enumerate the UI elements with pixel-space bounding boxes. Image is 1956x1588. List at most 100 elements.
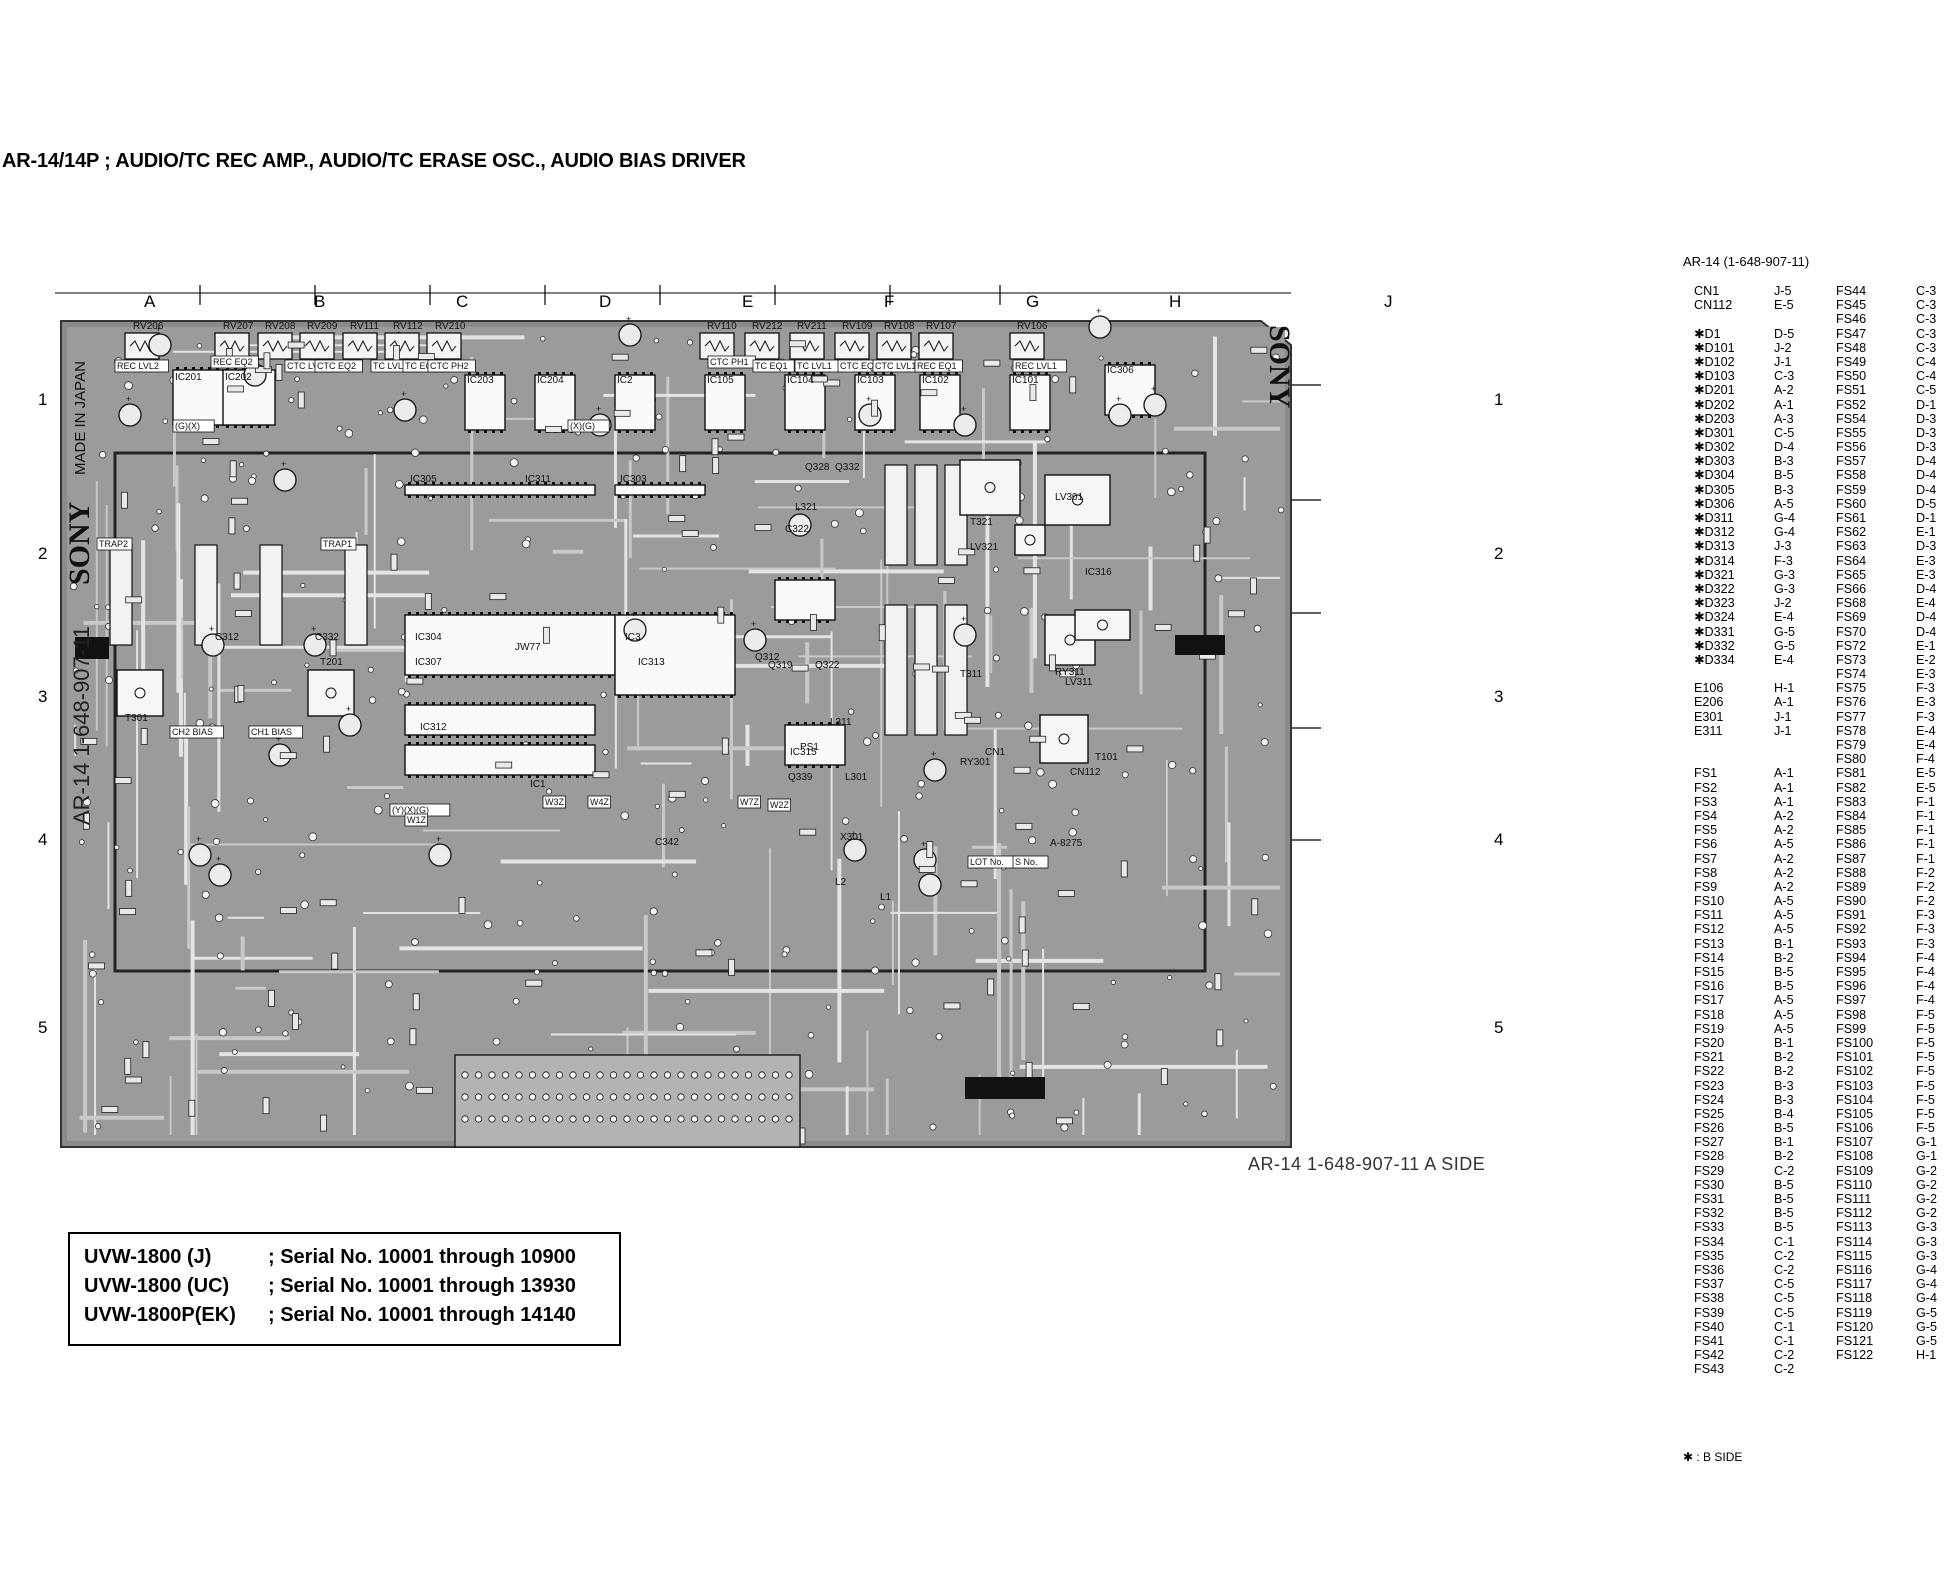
connector-pin (771, 1093, 780, 1101)
pcb-via (282, 1030, 289, 1037)
legend-location: D-4 (1916, 482, 1937, 497)
legend-location: J-3 (1774, 539, 1792, 554)
electrolytic-capacitor (953, 413, 977, 437)
ic-pin (600, 612, 603, 615)
ic-pin (440, 675, 443, 678)
chip-component (124, 1057, 132, 1075)
legend-location: G-2 (1916, 1192, 1937, 1206)
ic-pin (500, 372, 503, 375)
pcb-via (384, 980, 393, 989)
ic-pin (626, 482, 629, 485)
silkscreen-boxed-label: CTC PH1 (710, 357, 749, 367)
chip-component (416, 1086, 433, 1094)
legend-location: B-5 (1774, 979, 1794, 994)
silkscreen-label: RV109 (842, 321, 873, 332)
chip-component (88, 962, 105, 970)
legend-location: C-5 (1774, 425, 1795, 440)
pcb-via (910, 351, 918, 358)
legend-location: B-1 (1774, 1035, 1794, 1050)
silkscreen-label: RV106 (1017, 321, 1048, 332)
capacitor-polarity: + (209, 624, 214, 634)
legend-row (1694, 312, 1814, 326)
capacitor-polarity: + (1116, 394, 1121, 404)
ic-pin (858, 430, 861, 433)
potentiometer-symbol (347, 339, 373, 353)
transformer (116, 669, 164, 717)
chip-component (268, 989, 275, 1007)
pcb-via (386, 406, 394, 414)
legend-location: G-2 (1916, 1206, 1937, 1221)
ic-pin (408, 735, 411, 738)
pcb-via (661, 970, 669, 977)
ic-pin (432, 495, 435, 498)
connector-pin (542, 1093, 550, 1101)
column-letter: B (314, 292, 326, 311)
silkscreen-box (914, 359, 963, 373)
ic-pin (424, 702, 427, 705)
ic-pin (874, 372, 877, 375)
chip-component (80, 737, 98, 745)
board-black-mark-right (1175, 635, 1225, 655)
chip-component (202, 438, 220, 445)
ic-pin (828, 722, 831, 725)
ic-pin (536, 612, 539, 615)
ic-pin (560, 495, 563, 498)
ic-pin (544, 482, 547, 485)
ic-pin (1045, 372, 1048, 375)
ic-pin (576, 702, 579, 705)
ic-pin (528, 495, 531, 498)
ic-pin (600, 675, 603, 678)
silkscreen-label: C332 (315, 632, 339, 643)
ic-pin (796, 430, 799, 433)
resistor-array (259, 544, 283, 646)
row-number: 4 (1494, 830, 1504, 849)
ic-pin (618, 430, 621, 433)
pcb-via (1241, 455, 1249, 463)
silkscreen-label: T311 (960, 669, 982, 680)
legend-ref: FS57 (1836, 454, 1867, 469)
legend-ref: ✱D321 (1694, 567, 1735, 582)
legend-location: G-4 (1916, 1291, 1937, 1306)
capacitor-polarity: + (961, 404, 966, 414)
chip-component (489, 593, 507, 601)
chip-component (799, 828, 817, 836)
pcb-via (1189, 855, 1198, 864)
silkscreen-box (172, 419, 215, 433)
ic-pin (584, 675, 587, 678)
silkscreen-label: LV311 (1065, 677, 1093, 688)
pcb-via (671, 871, 678, 878)
pcb-via (210, 799, 220, 808)
ic-pin (778, 620, 781, 623)
ic-pin (552, 775, 555, 778)
ic-pin (496, 675, 499, 678)
legend-ref: FS88 (1836, 865, 1867, 880)
ic-pin (480, 735, 483, 738)
ic-pin (618, 612, 621, 615)
silkscreen-label: Q332 (835, 462, 860, 473)
ic-pin (552, 675, 555, 678)
legend-row (1694, 752, 1814, 766)
ic-pin (456, 735, 459, 738)
legend-location: C-4 (1916, 354, 1937, 369)
legend-location: E-4 (1916, 596, 1936, 611)
legend-location: A-1 (1774, 794, 1794, 809)
ic-pin (432, 702, 435, 705)
silkscreen-label: JW77 (515, 642, 541, 653)
legend-location: F-3 (1916, 936, 1935, 951)
ic-pin (552, 612, 555, 615)
transformer (1039, 714, 1089, 764)
ic-pin (560, 702, 563, 705)
ic-pin (484, 372, 487, 375)
